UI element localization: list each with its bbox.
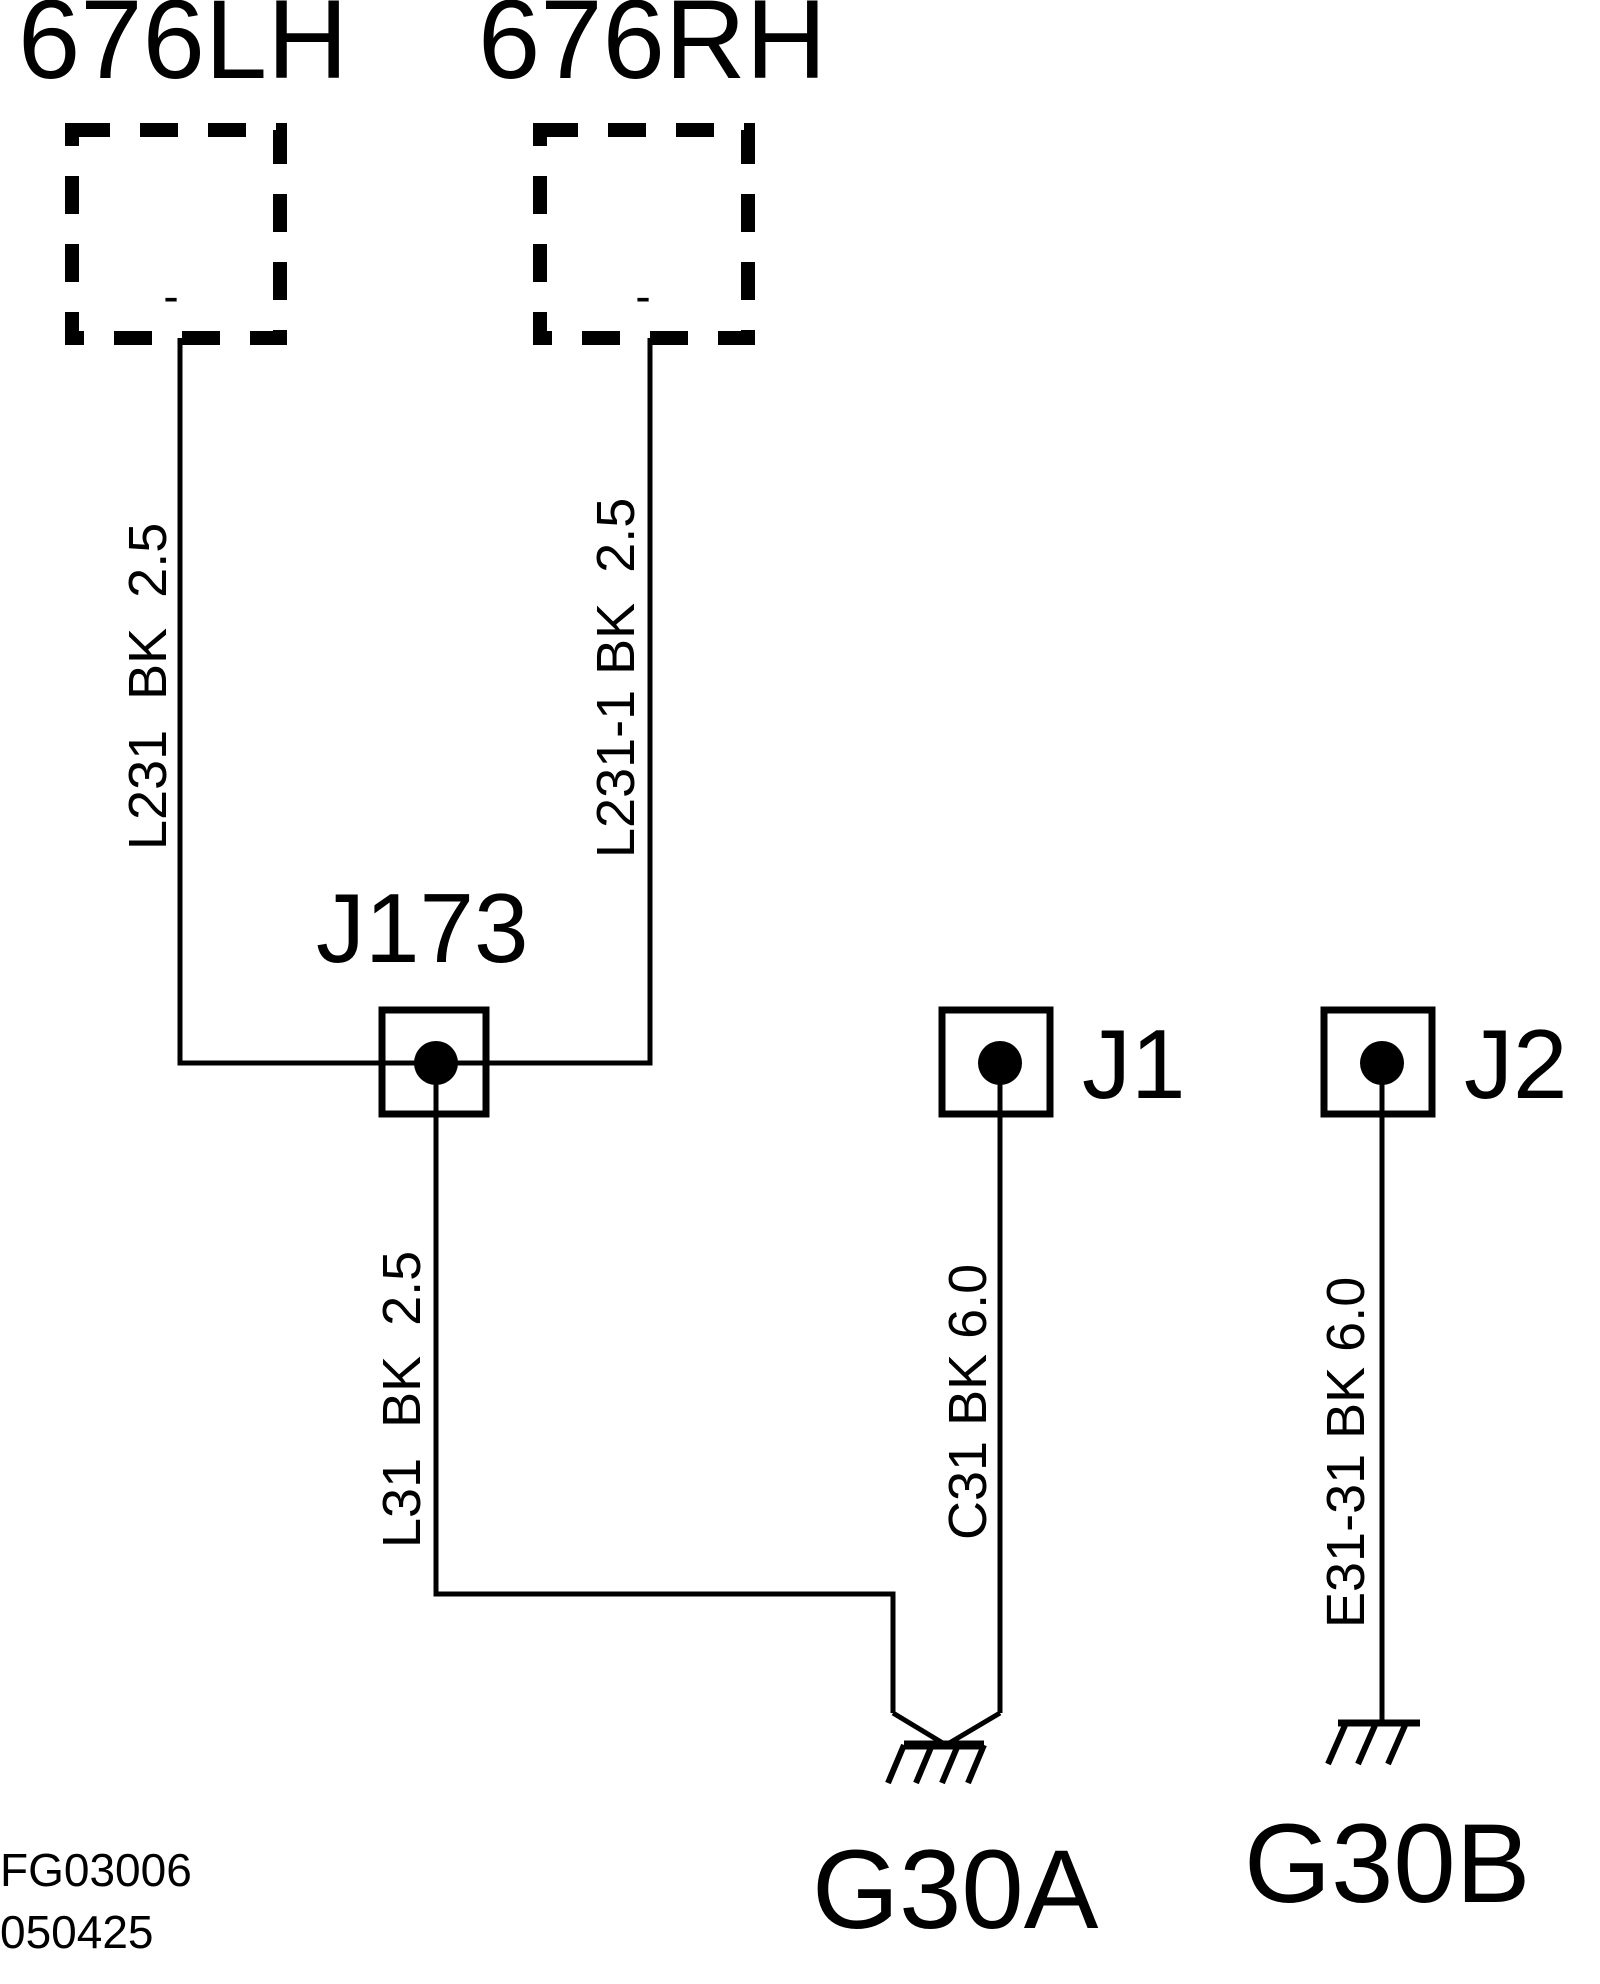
ground-label-g30b: G30B <box>1244 1801 1530 1926</box>
wire-l231 <box>177 338 430 1066</box>
pin-label-676rh: - <box>635 270 650 322</box>
wire-l231-1 <box>430 338 653 1066</box>
pin-label-676lh: - <box>163 270 178 322</box>
connector-label-j2: J2 <box>1464 1009 1568 1119</box>
ground-label-g30a: G30A <box>812 1827 1099 1952</box>
figure-date: 050425 <box>0 1906 154 1958</box>
component-box-676lh <box>65 123 287 345</box>
connector-box-j1 <box>938 1006 1054 1118</box>
figure-code: FG03006 <box>0 1844 192 1896</box>
component-box-676rh <box>533 123 755 345</box>
ground-merge-g30a <box>891 1710 1002 1748</box>
ground-symbol-g30a <box>885 1740 987 1785</box>
wire-label-l31: L31 BK 2.5 <box>372 1251 432 1548</box>
connector-box-j2 <box>1320 1006 1436 1118</box>
wire-label-l231-1: L231-1 BK 2.5 <box>586 498 646 858</box>
wire-label-l231: L231 BK 2.5 <box>118 523 178 850</box>
wire-l31 <box>433 1063 896 1713</box>
ground-symbol-g30b <box>1325 1719 1420 1766</box>
splice-label-j173: J173 <box>316 873 529 983</box>
component-label-676rh: 676RH <box>478 0 827 102</box>
wire-label-c31: C31 BK 6.0 <box>938 1264 998 1540</box>
component-label-676lh: 676LH <box>18 0 348 102</box>
wire-label-e31-31: E31-31 BK 6.0 <box>1316 1277 1376 1628</box>
connector-label-j1: J1 <box>1082 1009 1186 1119</box>
